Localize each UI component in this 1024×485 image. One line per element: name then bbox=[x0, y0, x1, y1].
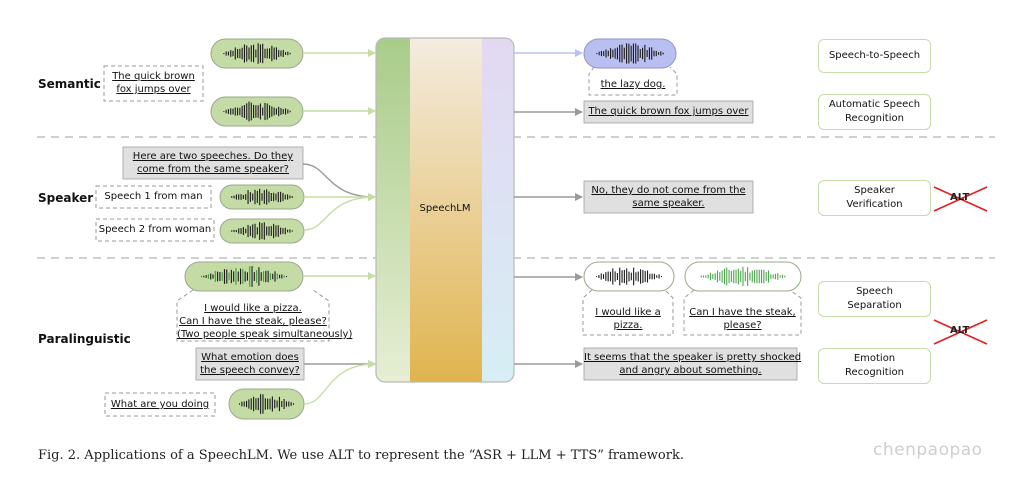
arrow bbox=[302, 163, 376, 201]
text-box bbox=[583, 180, 754, 214]
s2s-output-text: the lazy dog. bbox=[600, 79, 666, 90]
speechlm-block bbox=[376, 38, 514, 382]
asr-output-text: The quick brown fox jumps over bbox=[588, 106, 749, 117]
separation-input-text: I would like a pizza.Can I have the stea… bbox=[177, 303, 353, 340]
speaker-1-text: Speech 1 from man bbox=[104, 191, 203, 202]
speech-pill-emotion bbox=[228, 388, 305, 420]
section-label-speaker: Speaker bbox=[38, 191, 94, 205]
speech-pill-separation-input bbox=[184, 261, 304, 292]
alt-label: ALT bbox=[950, 192, 970, 203]
dashed-box bbox=[103, 65, 204, 102]
dashed-box bbox=[95, 218, 215, 242]
emotion-answer-text: It seems that the speaker is pretty shoc… bbox=[584, 352, 802, 376]
speech-pill-speaker-2 bbox=[219, 218, 305, 244]
watermark: chenpaopao bbox=[873, 440, 983, 460]
arrow bbox=[303, 193, 376, 231]
speaker-2-text: Speech 2 from woman bbox=[98, 224, 212, 235]
speech-pill-semantic-2 bbox=[210, 96, 304, 127]
speech-pill-separation-output-1 bbox=[583, 261, 675, 292]
dashed-box bbox=[176, 289, 330, 342]
speech-pill-s2s-output bbox=[583, 38, 677, 69]
dashed-box bbox=[95, 185, 212, 209]
text-box bbox=[583, 347, 798, 381]
separation-output-2-text: Can I have the steak,please? bbox=[689, 307, 796, 331]
dashed-box bbox=[683, 289, 802, 336]
figure-caption: Fig. 2. Applications of a SpeechLM. We u… bbox=[38, 448, 684, 463]
text-box bbox=[195, 347, 305, 381]
dashed-box bbox=[582, 289, 674, 336]
arrow bbox=[303, 360, 376, 405]
dashed-box bbox=[588, 66, 678, 96]
alt-cross-icon bbox=[933, 186, 988, 212]
speechlm-label: SpeechLM bbox=[419, 203, 471, 214]
text-box bbox=[122, 146, 304, 180]
alt-cross-icon bbox=[933, 319, 988, 345]
text-box bbox=[583, 100, 754, 124]
task-speech-to-speech: Speech-to-Speech bbox=[818, 39, 931, 73]
speech-pill-speaker-1 bbox=[219, 184, 305, 210]
dashed-box bbox=[104, 392, 216, 417]
speech-pill-separation-output-2 bbox=[684, 261, 802, 292]
section-label-semantic: Semantic bbox=[38, 77, 101, 91]
speech-pill-semantic-1 bbox=[210, 38, 304, 69]
speechlm-border bbox=[375, 37, 515, 383]
section-label-paralinguistic: Paralinguistic bbox=[38, 332, 131, 346]
emotion-speech-text: What are you doing bbox=[110, 399, 210, 410]
alt-label: ALT bbox=[950, 325, 970, 336]
